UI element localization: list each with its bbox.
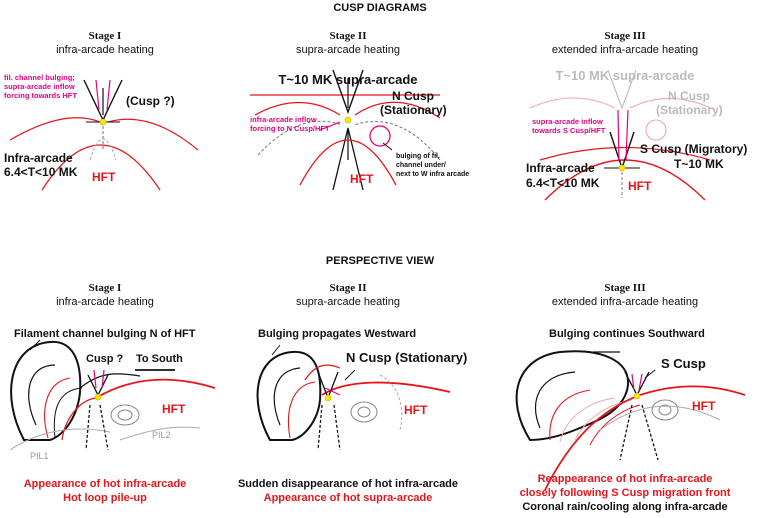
p1-caption-2: Hot loop pile-up xyxy=(63,492,147,504)
stage3-title: Stage III xyxy=(604,30,645,42)
p2-caption-1: Sudden disappearance of hot infra-arcade xyxy=(238,478,458,490)
cusp-section-title: CUSP DIAGRAMS xyxy=(333,2,426,14)
s1-inflow-note-2: supra-arcade inflow xyxy=(4,82,75,91)
p-stage1-title: Stage I xyxy=(89,282,122,294)
stage1-subtitle: infra-arcade heating xyxy=(56,44,154,56)
s2-inflow-note-2: forcing to N Cusp/HFT xyxy=(250,124,330,133)
p3-caption-2: closely following S Cusp migration front xyxy=(520,487,731,499)
s3-supra-label: T~10 MK supra-arcade xyxy=(555,68,694,83)
p1-cusp-label: Cusp ? xyxy=(86,353,124,365)
p2-ncusp-label: N Cusp (Stationary) xyxy=(346,350,467,365)
p3-bulge-label: Bulging continues Southward xyxy=(549,328,705,340)
s1-inflow-note-3: forcing towards HFT xyxy=(4,91,77,100)
s2-inflow-note-1: infra-arcade inflow xyxy=(250,115,317,124)
p1-hft-label: HFT xyxy=(162,402,186,416)
s2-bulge-note-3: next to W infra arcade xyxy=(396,171,469,178)
s3-scusp-label: S Cusp (Migratory) xyxy=(640,142,747,156)
stage1-title: Stage I xyxy=(89,30,122,42)
s2-ncusp-label: N Cusp xyxy=(392,89,434,103)
cusp-stage2-diagram xyxy=(250,69,441,191)
s3-ncusp-stationary: (Stationary) xyxy=(656,103,723,117)
cusp-stage1-diagram xyxy=(9,79,199,191)
p3-hft-label: HFT xyxy=(692,399,716,413)
p2-hft-label: HFT xyxy=(404,403,428,417)
s3-hft-label: HFT xyxy=(628,179,652,193)
s3-scusp-temp: T~10 MK xyxy=(674,157,724,171)
perspective-stage1-diagram xyxy=(9,339,216,451)
p-stage2-subtitle: supra-arcade heating xyxy=(296,296,400,308)
stage2-title: Stage II xyxy=(330,30,367,42)
cusp-stage3-diagram xyxy=(529,69,716,201)
s3-ncusp-label: N Cusp xyxy=(668,89,710,103)
s2-bulge-note-1: bulging of fil. xyxy=(396,153,440,160)
p-stage3-subtitle: extended infra-arcade heating xyxy=(552,296,698,308)
stage3-subtitle: extended infra-arcade heating xyxy=(552,44,698,56)
stage2-subtitle: supra-arcade heating xyxy=(296,44,400,56)
p1-channel-label: Filament channel bulging N of HFT xyxy=(14,328,196,340)
s1-hft-label: HFT xyxy=(92,170,116,184)
s1-temp-label: 6.4<T<10 MK xyxy=(4,165,78,179)
p2-bulge-label: Bulging propagates Westward xyxy=(258,328,416,340)
s2-bulge-note-2: channel under/ xyxy=(396,162,446,169)
p3-scusp-label: S Cusp xyxy=(661,356,706,371)
s3-temp-label: 6.4<T<10 MK xyxy=(526,176,600,190)
p-stage3-title: Stage III xyxy=(604,282,645,294)
s1-inflow-note-1: fil. channel bulging; xyxy=(4,73,75,82)
p3-caption-3: Coronal rain/cooling along infra-arcade xyxy=(522,501,727,513)
p-stage2-title: Stage II xyxy=(330,282,367,294)
s2-hft-label: HFT xyxy=(350,172,374,186)
s1-cusp-label: (Cusp ?) xyxy=(126,94,175,108)
s1-infra-label: Infra-arcade xyxy=(4,151,73,165)
s3-inflow-note-1: supra-arcade inflow xyxy=(532,117,603,126)
p1-south-label: To South xyxy=(136,353,183,365)
s3-infra-label: Infra-arcade xyxy=(526,161,595,175)
perspective-section-title: PERSPECTIVE VIEW xyxy=(326,255,435,267)
p1-pil2-label: PIL2 xyxy=(152,430,171,440)
p-stage1-subtitle: infra-arcade heating xyxy=(56,296,154,308)
p1-pil1-label: PIL1 xyxy=(30,451,49,461)
s3-inflow-note-2: towards S Cusp/HFT xyxy=(532,126,606,135)
p1-caption-1: Appearance of hot infra-arcade xyxy=(24,478,187,490)
s2-ncusp-stationary: (Stationary) xyxy=(380,103,447,117)
s2-supra-label: T~10 MK supra-arcade xyxy=(278,72,417,87)
perspective-stage2-diagram xyxy=(256,344,451,451)
p2-caption-2: Appearance of hot supra-arcade xyxy=(264,492,433,504)
perspective-stage3-diagram xyxy=(515,350,746,491)
p3-caption-1: Reappearance of hot infra-arcade xyxy=(538,473,713,485)
